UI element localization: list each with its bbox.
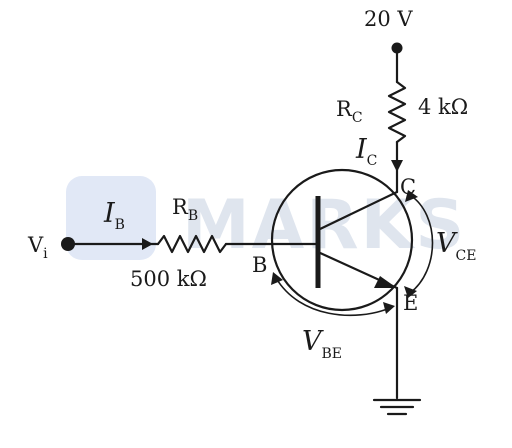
ground-icon [372,398,422,416]
vce-label: VCE [436,228,476,264]
watermark-text: MARKS [182,186,466,265]
rc-value: 4 kΩ [418,95,468,119]
emitter-arrow-icon [374,276,397,288]
rc-label: RC [336,97,363,126]
collector-lead [316,190,399,232]
transistor-circle [270,168,414,312]
ic-arrow-icon [391,160,403,172]
emitter-label: E [403,291,418,315]
rb-value: 500 kΩ [130,267,207,291]
base-resistor [156,234,228,254]
rb-label: RB [172,195,198,224]
ib-arrow-icon [142,238,153,250]
vbe-arrow-icon [271,272,395,317]
collector-label: C [400,175,416,199]
base-label: B [252,253,267,277]
ic-label: IC [355,134,377,169]
ib-label: IB [103,198,125,233]
collector-resistor [387,80,407,144]
supply-label: 20 V [364,7,413,31]
vce-arrow-icon [404,190,434,298]
watermark-logo [66,176,156,260]
watermark: MARKS [66,176,466,265]
vbe-label: VBE [302,326,342,362]
input-label: Vi [27,233,48,262]
